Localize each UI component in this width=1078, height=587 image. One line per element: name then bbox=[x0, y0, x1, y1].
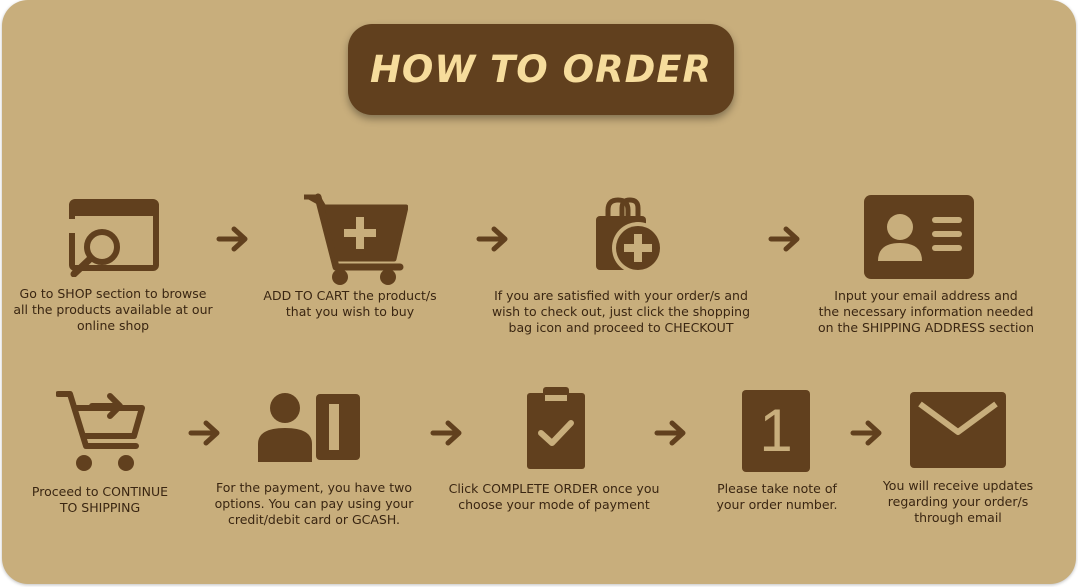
step-1-text: Go to SHOP section to browse all the pro… bbox=[13, 286, 213, 333]
payment-card-person-icon bbox=[256, 392, 362, 462]
step-8-text: Please take note of your order number. bbox=[716, 481, 838, 512]
arrow-right-icon bbox=[850, 418, 884, 448]
arrow-right-icon bbox=[430, 418, 464, 448]
cart-plus-icon bbox=[302, 193, 408, 285]
arrow-right-icon bbox=[188, 418, 222, 448]
arrow-right-icon bbox=[768, 224, 802, 254]
step-6-text: For the payment, you have two options. Y… bbox=[214, 480, 414, 527]
shopping-bag-plus-icon bbox=[592, 196, 668, 276]
step-3-text: If you are satisfied with your order/s a… bbox=[491, 288, 751, 335]
step-2-text: ADD TO CART the product/s that you wish … bbox=[263, 288, 437, 319]
arrow-right-icon bbox=[476, 224, 510, 254]
order-number-glyph: 1 bbox=[759, 397, 793, 464]
cart-arrow-icon bbox=[56, 390, 146, 474]
page-title: HOW TO ORDER bbox=[369, 48, 713, 91]
browse-window-magnifier-icon bbox=[68, 199, 160, 277]
step-7-text: Click COMPLETE ORDER once you choose you… bbox=[448, 481, 660, 512]
clipboard-check-icon bbox=[525, 387, 587, 469]
step-5-text: Proceed to CONTINUE TO SHIPPING bbox=[31, 484, 169, 515]
envelope-icon bbox=[910, 392, 1006, 468]
contact-card-icon bbox=[864, 195, 974, 279]
step-9-text: You will receive updates regarding your … bbox=[882, 478, 1034, 525]
arrow-right-icon bbox=[654, 418, 688, 448]
arrow-right-icon bbox=[216, 224, 250, 254]
step-4-text: Input your email address and the necessa… bbox=[817, 288, 1035, 335]
title-banner: HOW TO ORDER bbox=[348, 24, 734, 115]
order-number-icon: 1 bbox=[742, 390, 810, 472]
